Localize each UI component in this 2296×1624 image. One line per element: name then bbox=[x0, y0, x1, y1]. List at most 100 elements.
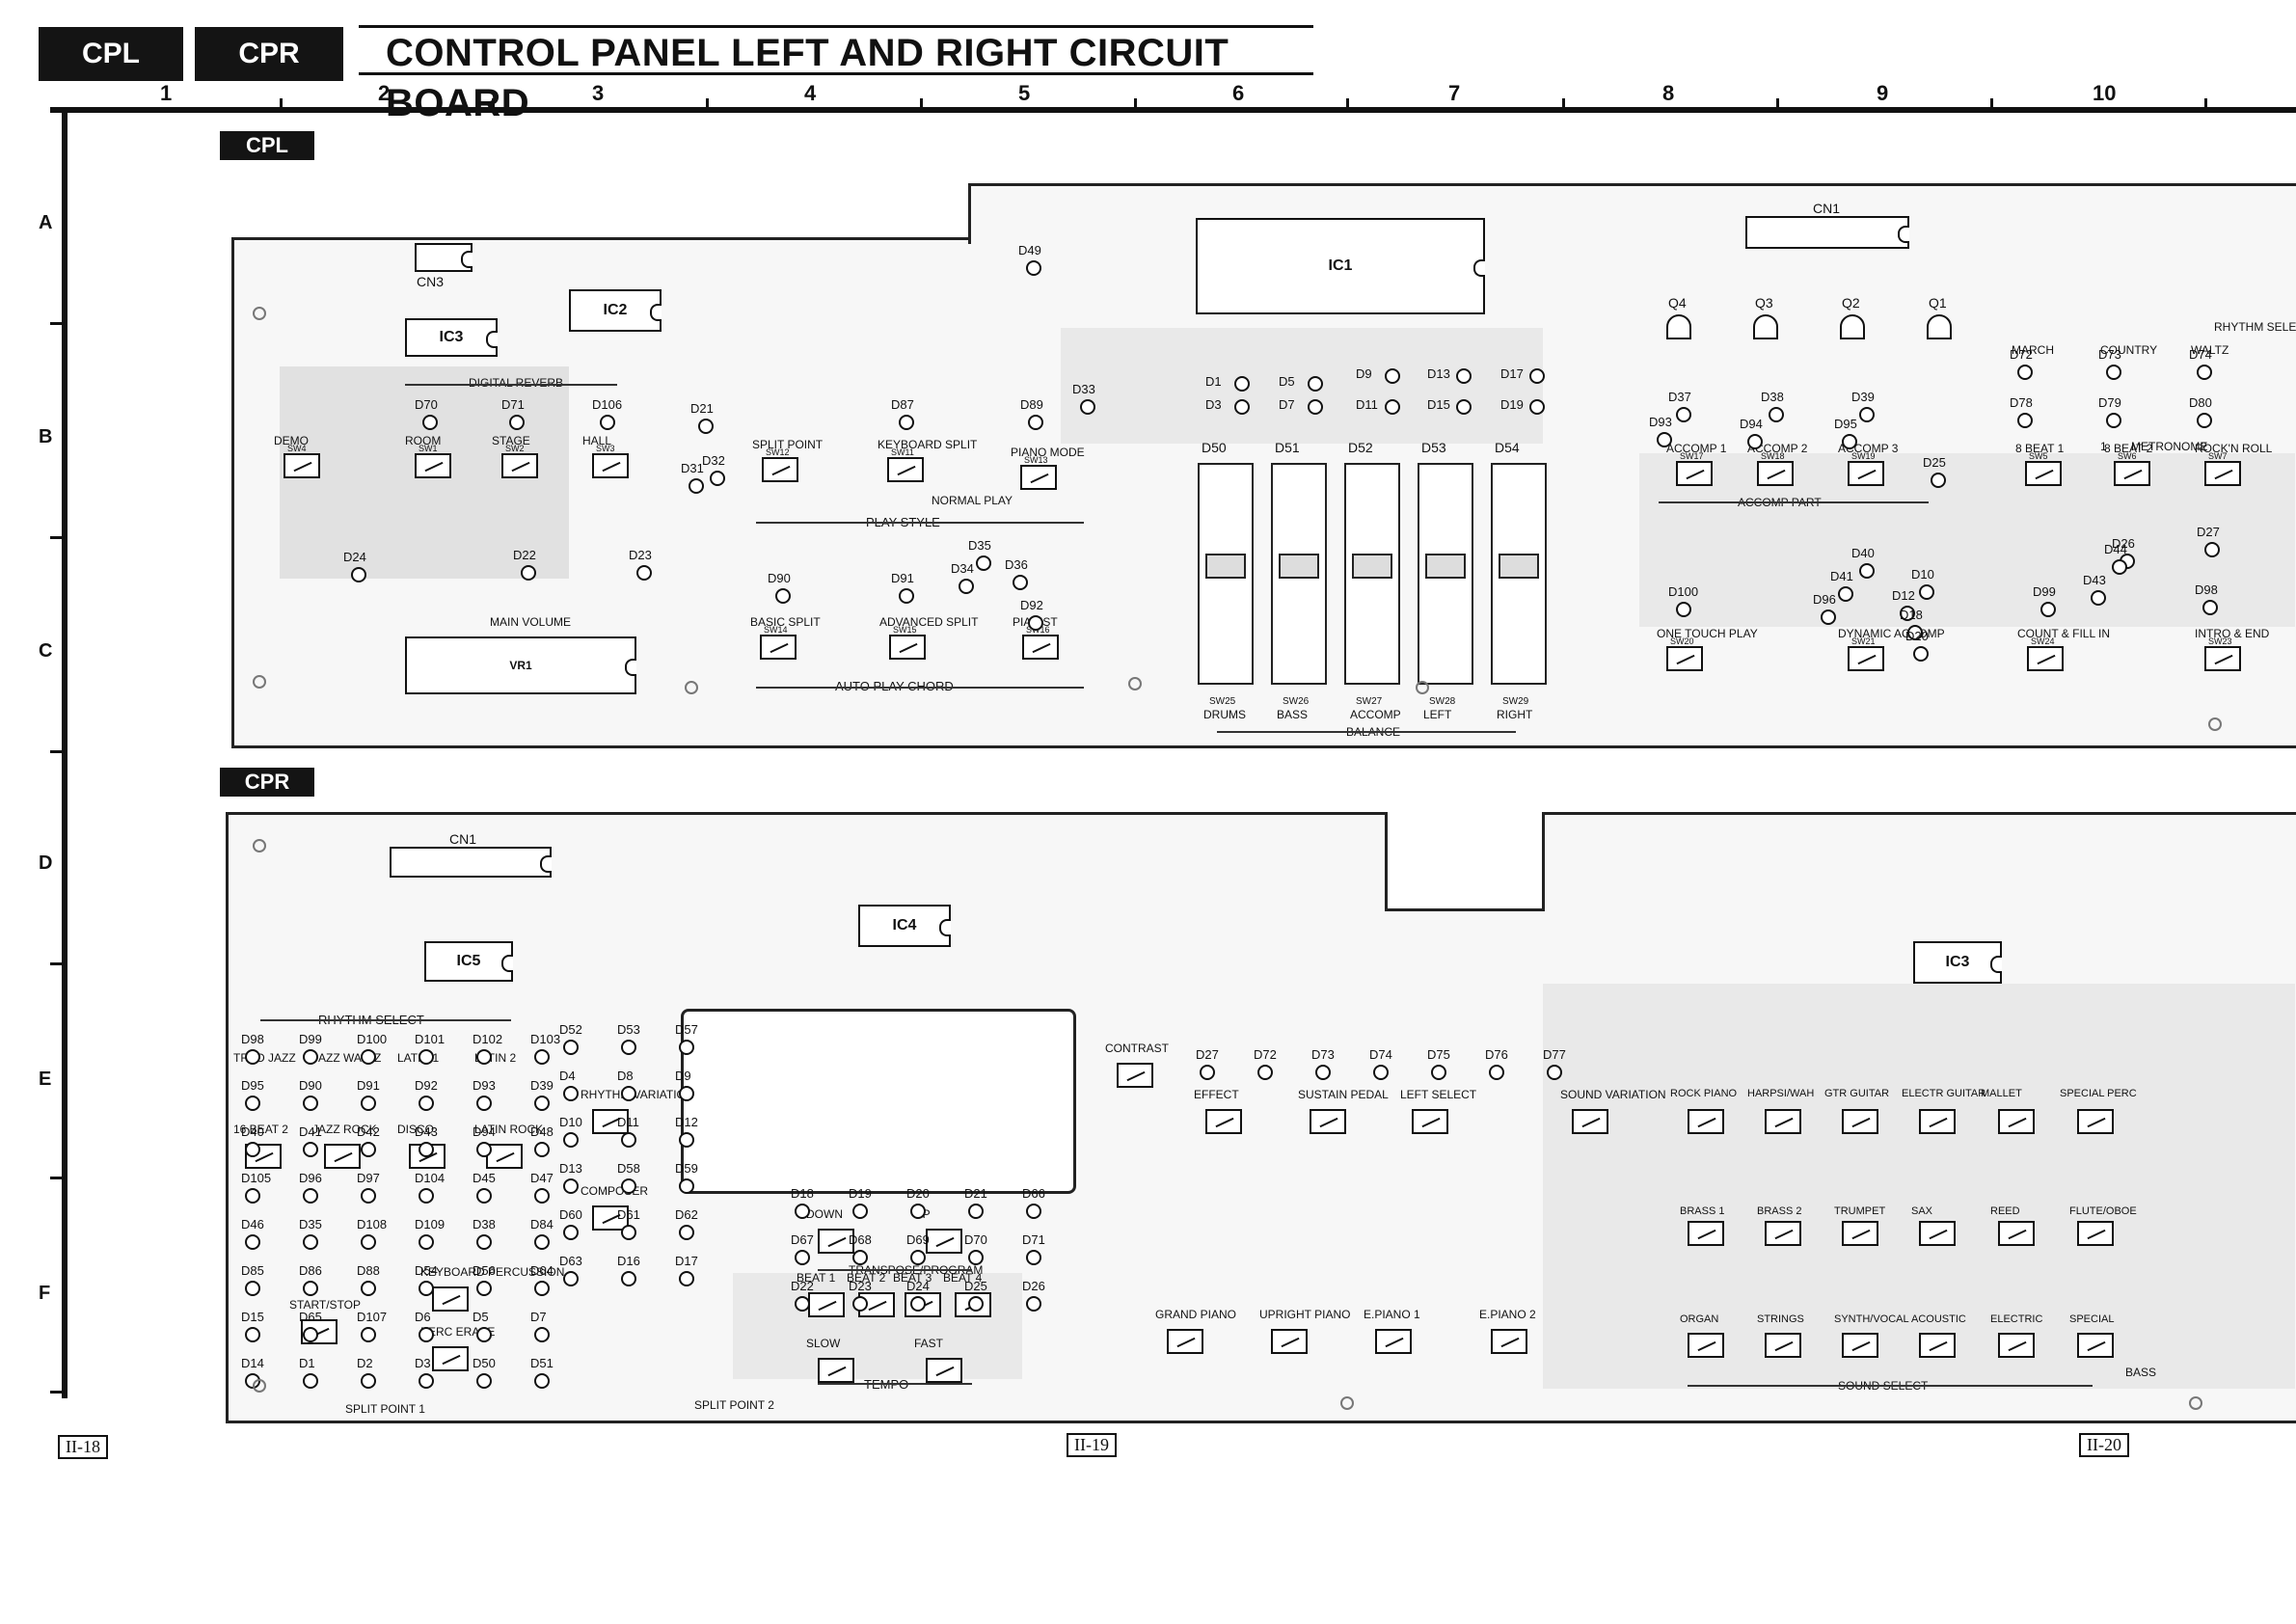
switch-intro-end[interactable] bbox=[2204, 646, 2241, 671]
diode bbox=[2197, 413, 2212, 428]
transistor-label: Q3 bbox=[1755, 295, 1773, 311]
diode-label: D73 bbox=[2098, 347, 2121, 362]
diode-label: D43 bbox=[415, 1124, 438, 1139]
switch-beat-1[interactable] bbox=[808, 1292, 845, 1317]
diode-label: D53 bbox=[617, 1022, 640, 1037]
switch-accomp-1[interactable] bbox=[1676, 461, 1713, 486]
diode-label: D47 bbox=[530, 1171, 554, 1185]
switch-latin-2[interactable] bbox=[486, 1144, 523, 1169]
sound-button[interactable] bbox=[1842, 1221, 1878, 1246]
switch-left-select[interactable] bbox=[1412, 1109, 1448, 1134]
sound-label: HARPSI/WAH bbox=[1747, 1088, 1815, 1099]
fader-ref: SW29 bbox=[1502, 696, 1529, 707]
fader-left[interactable] bbox=[1418, 463, 1473, 685]
switch-down[interactable] bbox=[818, 1229, 854, 1254]
diode bbox=[534, 1327, 550, 1342]
sound-button[interactable] bbox=[1998, 1221, 2035, 1246]
sound-button[interactable] bbox=[1688, 1109, 1724, 1134]
column-number: 7 bbox=[1448, 81, 1461, 105]
fader-accomp[interactable] bbox=[1344, 463, 1400, 685]
diode bbox=[1234, 399, 1250, 415]
switch-e-piano-2[interactable] bbox=[1491, 1329, 1527, 1354]
sound-button[interactable] bbox=[1919, 1109, 1956, 1134]
switch-8-beat-2[interactable] bbox=[2114, 461, 2150, 486]
sound-button[interactable] bbox=[1919, 1333, 1956, 1358]
switch-effect[interactable] bbox=[1205, 1109, 1242, 1134]
switch-accomp-3[interactable] bbox=[1848, 461, 1884, 486]
switch-label: SPLIT POINT bbox=[752, 438, 824, 451]
sound-button[interactable] bbox=[2077, 1333, 2114, 1358]
sound-button[interactable] bbox=[1998, 1333, 2035, 1358]
switch-split-point[interactable] bbox=[762, 457, 798, 482]
switch-demo[interactable] bbox=[284, 453, 320, 478]
switch-grand-piano[interactable] bbox=[1167, 1329, 1203, 1354]
diode bbox=[1821, 609, 1836, 625]
switch-hall[interactable] bbox=[592, 453, 629, 478]
diode-label: D104 bbox=[415, 1171, 446, 1185]
switch-pianist[interactable] bbox=[1022, 635, 1059, 660]
switch-sustain-pedal[interactable] bbox=[1310, 1109, 1346, 1134]
fader-knob[interactable] bbox=[1205, 554, 1246, 579]
switch-slow[interactable] bbox=[818, 1358, 854, 1383]
sound-button[interactable] bbox=[1688, 1333, 1724, 1358]
sound-button[interactable] bbox=[2077, 1221, 2114, 1246]
row-tick bbox=[50, 322, 64, 325]
switch-advanced-split[interactable] bbox=[889, 635, 926, 660]
switch-jazz-waltz[interactable] bbox=[324, 1144, 361, 1169]
cpr-ic3-chip: IC3 bbox=[1913, 941, 2002, 984]
switch-rhythm-variation[interactable] bbox=[592, 1109, 629, 1134]
switch-dynamic-accomp[interactable] bbox=[1848, 646, 1884, 671]
switch-piano-mode[interactable] bbox=[1020, 465, 1057, 490]
switch-accomp-2[interactable] bbox=[1757, 461, 1794, 486]
sound-label: BRASS 2 bbox=[1757, 1205, 1802, 1217]
switch-contrast[interactable] bbox=[1117, 1063, 1153, 1088]
switch-trad-jazz[interactable] bbox=[245, 1144, 282, 1169]
sound-button[interactable] bbox=[1842, 1333, 1878, 1358]
diode bbox=[422, 415, 438, 430]
sound-button[interactable] bbox=[1765, 1221, 1801, 1246]
fader-knob[interactable] bbox=[1352, 554, 1392, 579]
switch-one-touch-play[interactable] bbox=[1666, 646, 1703, 671]
fader-drums[interactable] bbox=[1198, 463, 1254, 685]
diode-label: D93 bbox=[1649, 415, 1672, 429]
switch-fast[interactable] bbox=[926, 1358, 962, 1383]
sound-button[interactable] bbox=[1842, 1109, 1878, 1134]
column-tick bbox=[1346, 98, 1349, 108]
switch-rock-n-roll[interactable] bbox=[2204, 461, 2241, 486]
switch-basic-split[interactable] bbox=[760, 635, 797, 660]
fader-bass[interactable] bbox=[1271, 463, 1327, 685]
cpl-board-upper-step bbox=[968, 183, 2296, 244]
rhythm-label: COUNTRY bbox=[2100, 343, 2158, 357]
switch-label: CONTRAST bbox=[1105, 1042, 1169, 1055]
main-volume-pot[interactable]: VR1 bbox=[405, 636, 636, 694]
switch-ref: SW5 bbox=[2029, 451, 2048, 461]
switch-label: DISCO bbox=[397, 1123, 435, 1136]
fader-right[interactable] bbox=[1491, 463, 1547, 685]
fader-knob[interactable] bbox=[1499, 554, 1539, 579]
switch-stage[interactable] bbox=[501, 453, 538, 478]
diode-label: D85 bbox=[241, 1263, 264, 1278]
switch-8-beat-1[interactable] bbox=[2025, 461, 2062, 486]
switch-keyboard-split[interactable] bbox=[887, 457, 924, 482]
sound-button[interactable] bbox=[1765, 1333, 1801, 1358]
switch-upright-piano[interactable] bbox=[1271, 1329, 1308, 1354]
diode-label: D18 bbox=[1900, 608, 1923, 622]
switch-sound-variation[interactable] bbox=[1572, 1109, 1608, 1134]
switch-room[interactable] bbox=[415, 453, 451, 478]
switch-keyboard-percussion[interactable] bbox=[432, 1286, 469, 1312]
diode-label: D46 bbox=[241, 1217, 264, 1232]
fader-knob[interactable] bbox=[1279, 554, 1319, 579]
switch-count-fill-in[interactable] bbox=[2027, 646, 2064, 671]
sound-button[interactable] bbox=[1688, 1221, 1724, 1246]
diode bbox=[621, 1040, 636, 1055]
fader-knob[interactable] bbox=[1425, 554, 1466, 579]
sound-button[interactable] bbox=[1919, 1221, 1956, 1246]
sound-button[interactable] bbox=[1765, 1109, 1801, 1134]
sound-button[interactable] bbox=[1998, 1109, 2035, 1134]
switch-perc-erase[interactable] bbox=[432, 1346, 469, 1371]
switch-label: STAGE bbox=[492, 434, 530, 447]
sound-button[interactable] bbox=[2077, 1109, 2114, 1134]
switch-e-piano-1[interactable] bbox=[1375, 1329, 1412, 1354]
switch-up[interactable] bbox=[926, 1229, 962, 1254]
diode-label: D9 bbox=[675, 1069, 691, 1083]
